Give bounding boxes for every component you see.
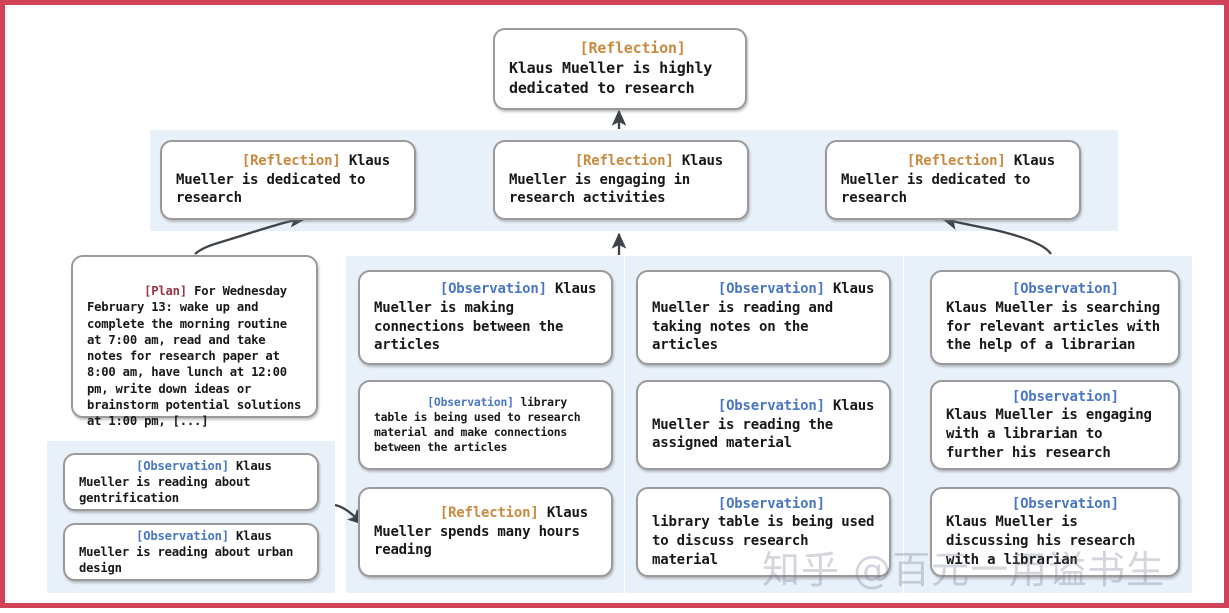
tag-observation: [Observation] (717, 281, 825, 298)
node-reflection-right-text: [Reflection] Klaus Mueller is dedicated … (841, 133, 1065, 226)
node-text-body: Klaus Mueller is discussing his research… (946, 495, 1144, 568)
node-reflection-center-text: [Reflection] Klaus Mueller is engaging i… (509, 133, 733, 226)
node-col2-observation-1[interactable]: [Observation] Klaus Mueller is reading a… (636, 270, 891, 365)
node-observation-bottom-left-1[interactable]: [Observation] Klaus Mueller is reading a… (63, 453, 319, 511)
tag-observation: [Observation] (1011, 281, 1119, 298)
node-text-body: Klaus Mueller is reading about urban des… (79, 528, 301, 576)
tag-observation: [Observation] (136, 528, 229, 543)
node-col2-observation-3-text: [Observation] library table is being use… (652, 476, 875, 588)
node-reflection-left[interactable]: [Reflection] Klaus Mueller is dedicated … (160, 140, 416, 220)
tag-observation: [Observation] (1011, 388, 1119, 405)
node-col2-observation-1-text: [Observation] Klaus Mueller is reading a… (652, 262, 875, 374)
tag-reflection: [Reflection] (439, 505, 539, 522)
node-col3-observation-3[interactable]: [Observation] Klaus Mueller is discussin… (930, 487, 1180, 577)
node-text-body: Klaus Mueller is reading about gentrific… (79, 458, 279, 506)
node-text-body: Klaus Mueller spends many hours reading (374, 505, 597, 559)
node-text-body: For Wednesday February 13: wake up and c… (87, 284, 309, 428)
node-text-body: Klaus Mueller is highly dedicated to res… (509, 39, 721, 97)
tag-reflection: [Reflection] (241, 153, 341, 170)
node-observation-bottom-left-1-text: [Observation] Klaus Mueller is reading a… (79, 441, 303, 522)
node-observation-bottom-left-2-text: [Observation] Klaus Mueller is reading a… (79, 511, 303, 592)
node-col2-observation-3[interactable]: [Observation] library table is being use… (636, 487, 891, 577)
node-text-body: Klaus Mueller is searching for relevant … (946, 281, 1169, 354)
node-top-reflection-text: [Reflection] Klaus Mueller is highly ded… (509, 19, 731, 119)
node-plan[interactable]: [Plan] For Wednesday February 13: wake u… (71, 255, 318, 428)
node-col1-reflection[interactable]: [Reflection] Klaus Mueller spends many h… (358, 487, 613, 577)
tag-observation: [Observation] (1011, 495, 1119, 512)
node-text-body: library table is being used to discuss r… (652, 495, 883, 568)
node-reflection-right[interactable]: [Reflection] Klaus Mueller is dedicated … (825, 140, 1081, 220)
tag-reflection: [Reflection] (906, 153, 1006, 170)
node-col3-observation-2-text: [Observation] Klaus Mueller is engaging … (946, 369, 1164, 481)
node-plan-text: [Plan] For Wednesday February 13: wake u… (87, 267, 302, 445)
node-col3-observation-1[interactable]: [Observation] Klaus Mueller is searching… (930, 270, 1180, 365)
node-top-reflection[interactable]: [Reflection] Klaus Mueller is highly ded… (493, 28, 747, 110)
tag-observation: [Observation] (717, 398, 825, 415)
tag-plan: [Plan] (144, 284, 187, 299)
node-col2-observation-2[interactable]: [Observation] Klaus Mueller is reading t… (636, 380, 891, 470)
node-col1-observation-2[interactable]: [Observation] library table is being use… (358, 380, 613, 470)
diagram-canvas: [Reflection] Klaus Mueller is highly ded… (5, 5, 1224, 603)
node-text-body: Klaus Mueller is dedicated to research (841, 153, 1064, 207)
node-text-body: Klaus Mueller is making connections betw… (374, 281, 605, 354)
tag-observation: [Observation] (439, 281, 547, 298)
tag-reflection: [Reflection] (579, 39, 686, 58)
node-text-body: Klaus Mueller is dedicated to research (176, 153, 399, 207)
node-text-body: Klaus Mueller is engaging in research ac… (509, 153, 732, 207)
tag-reflection: [Reflection] (574, 153, 674, 170)
node-col1-observation-1[interactable]: [Observation] Klaus Mueller is making co… (358, 270, 613, 365)
node-col3-observation-2[interactable]: [Observation] Klaus Mueller is engaging … (930, 380, 1180, 470)
tag-observation: [Observation] (136, 458, 229, 473)
node-text-body: Klaus Mueller is reading and taking note… (652, 281, 883, 354)
node-col1-reflection-text: [Reflection] Klaus Mueller spends many h… (374, 485, 597, 578)
node-col1-observation-1-text: [Observation] Klaus Mueller is making co… (374, 262, 597, 374)
node-text-body: Klaus Mueller is engaging with a librari… (946, 388, 1160, 461)
node-reflection-left-text: [Reflection] Klaus Mueller is dedicated … (176, 133, 400, 226)
node-col2-observation-2-text: [Observation] Klaus Mueller is reading t… (652, 378, 875, 471)
tag-observation: [Observation] (717, 495, 825, 512)
node-col3-observation-1-text: [Observation] Klaus Mueller is searching… (946, 262, 1164, 374)
node-text-body: library table is being used to research … (374, 394, 588, 455)
tag-observation: [Observation] (427, 394, 514, 409)
node-reflection-center[interactable]: [Reflection] Klaus Mueller is engaging i… (493, 140, 749, 220)
node-observation-bottom-left-2[interactable]: [Observation] Klaus Mueller is reading a… (63, 523, 319, 581)
node-text-body: Klaus Mueller is reading the assigned ma… (652, 398, 883, 452)
node-col1-observation-2-text: [Observation] library table is being use… (374, 380, 597, 471)
node-col3-observation-3-text: [Observation] Klaus Mueller is discussin… (946, 476, 1164, 588)
